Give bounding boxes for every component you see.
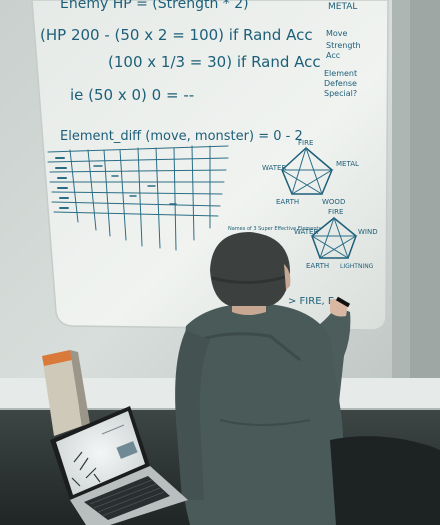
top-right-label: METAL [328,2,357,12]
element-table [47,145,229,251]
person-sweater [177,303,344,525]
person-left-arm [175,330,210,500]
bottom-writing: > FIRE, E [288,296,334,307]
svg-text:Special?: Special? [324,89,357,98]
svg-text:EARTH: EARTH [306,262,329,270]
svg-text:LIGHTNING: LIGHTNING [340,263,374,270]
marker [335,296,351,308]
person-legs [330,436,440,525]
line1: Enemy HP = (Strength * 2) [60,0,249,12]
svg-text:WATER: WATER [262,164,286,172]
svg-text:WATER: WATER [294,228,318,236]
svg-text:FIRE: FIRE [298,139,313,147]
wooden-stand [42,350,90,436]
line2: (HP 200 - (50 x 2 = 100) if Rand Acc [40,26,313,44]
svg-text:Element: Element [324,69,357,78]
person [175,232,351,525]
side-note-list: Move Strength Acc Element Defense Specia… [324,29,361,98]
svg-text:FIRE: FIRE [328,208,343,216]
element-pentagon-1: FIRE WATER METAL EARTH WOOD [262,139,359,206]
laptop [50,406,188,525]
element-pentagon-2: FIRE WATER WIND EARTH LIGHTNING [294,208,378,270]
whiteboard-writing: Enemy HP = (Strength * 2) (HP 200 - (50 … [40,0,378,307]
svg-text:EARTH: EARTH [276,198,299,206]
svg-text:Defense: Defense [324,79,357,88]
person-beanie [210,232,290,306]
svg-text:Move: Move [326,29,348,38]
svg-text:WIND: WIND [358,228,378,236]
laptop-screen-content [71,424,138,487]
line3: (100 x 1/3 = 30) if Rand Acc [108,53,321,71]
svg-text:WOOD: WOOD [322,198,345,206]
line4: ie (50 x 0) 0 = -- [70,86,194,104]
svg-text:METAL: METAL [336,160,359,168]
pentagon2-title: Names of 3 Super Effective Elements [228,226,321,232]
laptop-screen [56,411,145,495]
formula: Element_diff (move, monster) = 0 - 2 [60,129,303,144]
svg-text:Strength: Strength [326,41,361,50]
svg-text:Acc: Acc [326,51,340,60]
